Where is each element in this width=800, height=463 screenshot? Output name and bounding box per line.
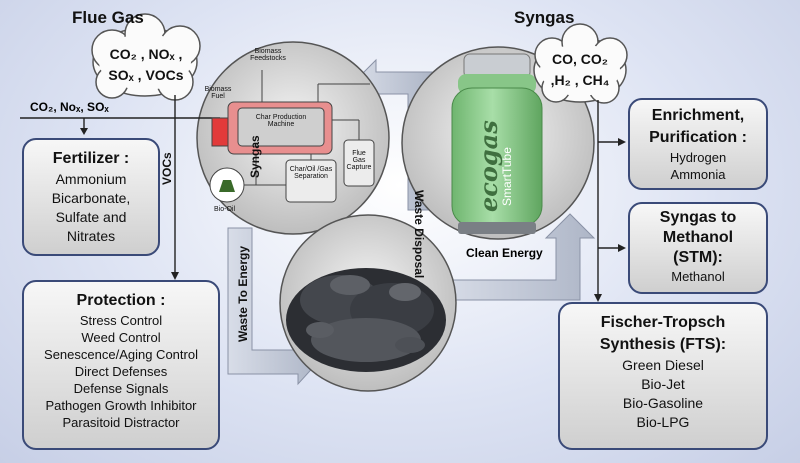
char-oil-gas-label: Char/Oil /Gas Separation [289, 166, 333, 180]
waste-to-energy-arrow [227, 227, 319, 386]
enrichment-item: Ammonia [670, 167, 726, 182]
protection-item: Pathogen Growth Inhibitor [45, 398, 197, 413]
fts-item: Bio-LPG [636, 414, 690, 430]
flue-gas-capture-label: Flue Gas Capture [346, 150, 372, 171]
flue-gas-composition-line2: SOₓ , VOCs [108, 67, 184, 83]
clean-energy-arrow [439, 213, 596, 301]
syngas-composition-line2: ,H₂ , CH₄ [550, 72, 610, 88]
fts-item: Green Diesel [622, 357, 704, 373]
fertilizer-item: Nitrates [66, 228, 116, 244]
stm-title: Methanol [662, 229, 734, 246]
gas-cylinder-icon [451, 53, 543, 234]
fertilizer-item: Sulfate and [55, 209, 127, 225]
flue-gas-header: Flue Gas [72, 8, 144, 27]
syngas-composition-line1: CO, CO₂ [552, 51, 608, 67]
protection-item: Weed Control [81, 330, 161, 345]
char-production-label: Char Production Machine [255, 114, 307, 128]
stm-item: Methanol [671, 269, 725, 284]
protection-item: Direct Defenses [74, 364, 168, 379]
fertilizer-item: Ammonium [55, 171, 127, 187]
fts-item: Bio-Gasoline [622, 395, 704, 411]
biochar-pile-icon [286, 268, 446, 372]
fts-box: Fischer-Tropsch Synthesis (FTS): Green D… [558, 302, 768, 450]
protection-item: Defense Signals [73, 381, 169, 396]
protection-title: Protection : [76, 292, 166, 309]
stm-title: (STM): [673, 249, 723, 266]
protection-item: Stress Control [79, 313, 163, 328]
fertilizer-item: Bicarbonate, [51, 190, 131, 206]
vocs-label: VOCs [160, 152, 174, 185]
fertilizer-box: Fertilizer : Ammonium Bicarbonate, Sulfa… [22, 138, 160, 256]
biomass-feedstocks-label: Biomass Feedstocks [250, 48, 286, 62]
smarttube-label: SmartTube [500, 147, 514, 206]
enrichment-item: Hydrogen [669, 150, 727, 165]
enrichment-box: Enrichment, Purification : Hydrogen Ammo… [628, 98, 768, 190]
protection-item: Parasitoid Distractor [62, 415, 180, 430]
protection-item: Senescence/Aging Control [44, 347, 198, 362]
bio-oil-label: Bio-Oil [214, 206, 236, 213]
syngas-small-label: Syngas [248, 135, 262, 178]
syngas-composition: CO, CO₂ ,H₂ , CH₄ [540, 49, 620, 91]
stm-title: Syngas to [659, 209, 737, 226]
syngas-header: Syngas [514, 8, 575, 27]
fts-title: Synthesis (FTS): [599, 336, 727, 353]
enrichment-title: Enrichment, [651, 107, 745, 124]
protection-box: Protection : Stress Control Weed Control… [22, 280, 220, 450]
char-machine-schematic [209, 70, 375, 203]
stm-box: Syngas to Methanol (STM): Methanol [628, 202, 768, 294]
biomass-fuel-label: Biomass Fuel [204, 86, 232, 100]
fts-title: Fischer-Tropsch [600, 314, 726, 331]
flue-gas-composition: CO₂ , NOₓ , SOₓ , VOCs [100, 44, 192, 86]
ecogas-brand: ecogas [474, 120, 503, 212]
waste-to-energy-label: Waste To Energy [236, 245, 250, 342]
clean-energy-label: Clean Energy [466, 246, 543, 260]
waste-disposal-label: Waste Disposal [412, 190, 426, 279]
flue-gas-composition-line1: CO₂ , NOₓ , [109, 46, 183, 62]
fertilizer-title: Fertilizer : [52, 150, 130, 167]
fts-item: Bio-Jet [641, 376, 685, 392]
flue-branch-label: CO₂, Noₓ, SOₓ [30, 100, 109, 114]
enrichment-title: Purification : [649, 129, 747, 146]
